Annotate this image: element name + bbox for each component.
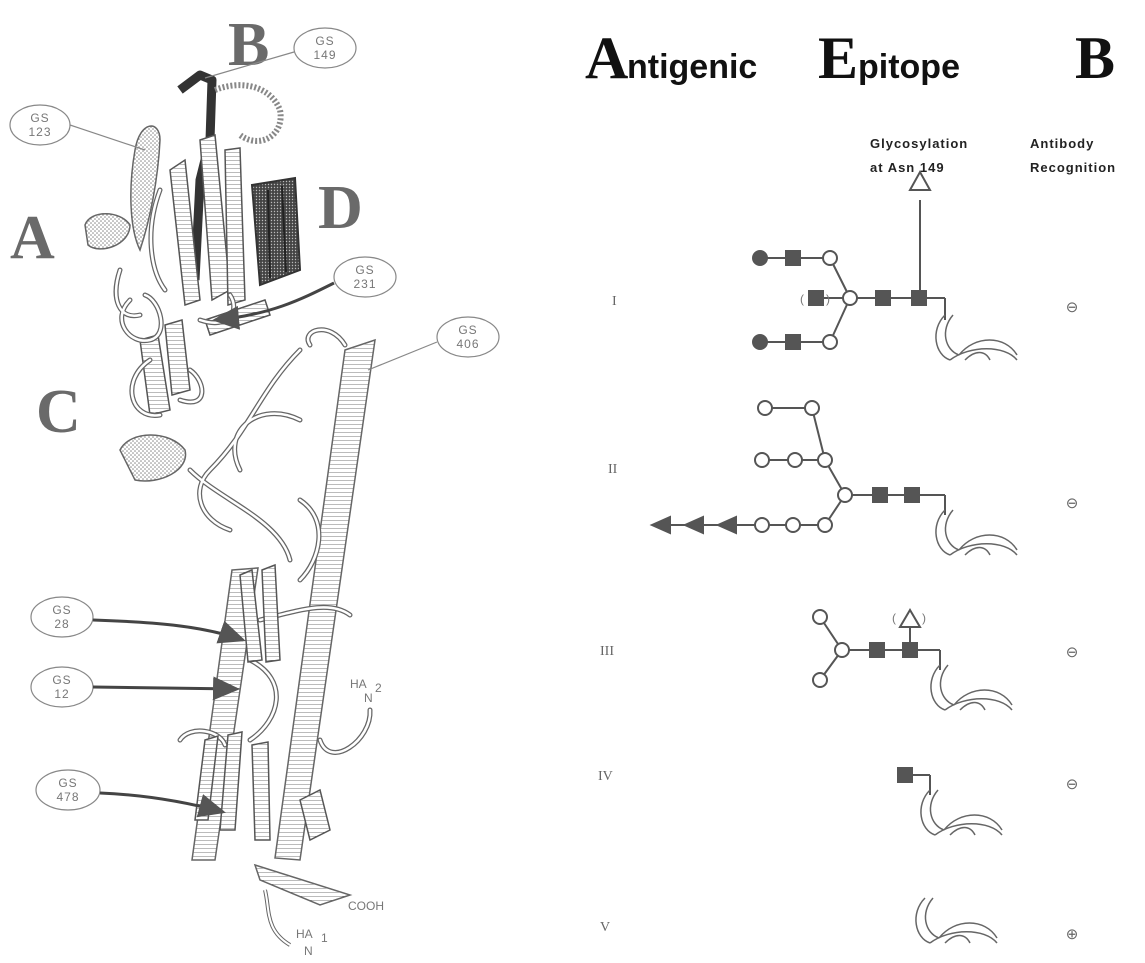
title-word-ntigenic: ntigenic [627, 48, 757, 86]
svg-text:GS: GS [58, 776, 77, 790]
title-word-pitope: pitope [858, 48, 960, 86]
ha-structure: B A D C [10, 11, 499, 958]
svg-text:12: 12 [54, 687, 69, 701]
svg-text:N: N [364, 691, 373, 705]
row-label-5: V [600, 920, 610, 935]
svg-text:28: 28 [54, 617, 69, 631]
site-a-loop [131, 126, 160, 250]
row-label-4: IV [598, 769, 613, 784]
svg-text:2: 2 [375, 681, 382, 695]
protein-stubs [916, 315, 1017, 943]
column-headers: Glycosylation at Asn 149 Antibody Recogn… [870, 136, 1116, 175]
svg-text:N: N [304, 944, 313, 958]
glycan-structure-4 [898, 768, 930, 795]
region-label-a: A [10, 204, 55, 272]
header-antibody-1: Antibody [1030, 136, 1094, 151]
region-label-b: B [228, 11, 269, 79]
svg-text:GS: GS [30, 111, 49, 125]
glycan-3-paren-open: ( [892, 611, 896, 625]
gs-label-406: GS 406 [368, 317, 499, 370]
recognition-3: ⊖ [1066, 644, 1079, 661]
recognition-4: ⊖ [1066, 776, 1079, 793]
svg-text:231: 231 [353, 277, 376, 291]
header-glycosylation-2: at Asn 149 [870, 160, 945, 175]
header-glycosylation-1: Glycosylation [870, 136, 968, 151]
recognition-1: ⊖ [1066, 299, 1079, 316]
ha2-terminus-label: HA 2 N [350, 677, 382, 705]
glycan-3-paren-close: ) [922, 611, 926, 625]
gs-label-123: GS 123 [10, 105, 145, 150]
row-label-2: II [608, 462, 618, 477]
svg-text:GS: GS [52, 673, 71, 687]
glycan-1-paren-close: ) [826, 292, 830, 306]
svg-text:HA: HA [350, 677, 367, 691]
svg-text:GS: GS [458, 323, 477, 337]
recognition-2: ⊖ [1066, 495, 1079, 512]
svg-text:1: 1 [321, 931, 328, 945]
svg-text:478: 478 [56, 790, 79, 804]
glycan-1-paren-open: ( [800, 292, 804, 306]
svg-text:GS: GS [52, 603, 71, 617]
row-label-3: III [600, 644, 614, 659]
glycan-structure-2 [652, 401, 945, 533]
svg-text:GS: GS [315, 34, 334, 48]
svg-text:HA: HA [296, 927, 313, 941]
svg-text:123: 123 [28, 125, 51, 139]
gs-label-478: GS 478 [36, 770, 223, 812]
site-d-sheet [252, 178, 300, 285]
svg-text:149: 149 [313, 48, 336, 62]
site-a-bulb [85, 214, 130, 249]
ha1-terminus-label: HA 1 N [296, 927, 328, 958]
title-cap-b: B [1075, 25, 1115, 91]
title-cap-a: A [585, 25, 628, 91]
gs-label-28: GS 28 [31, 597, 243, 640]
row-label-1: I [612, 294, 617, 309]
site-c-region [120, 435, 186, 481]
region-label-d: D [318, 174, 363, 242]
title: A ntigenic E pitope B [585, 25, 1115, 91]
glycan-structure-3 [813, 610, 940, 687]
glycan-structure-1 [753, 172, 945, 349]
svg-text:406: 406 [456, 337, 479, 351]
title-cap-e: E [818, 25, 858, 91]
svg-text:GS: GS [355, 263, 374, 277]
cooh-label: COOH [348, 899, 384, 913]
header-antibody-2: Recognition [1030, 160, 1116, 175]
gs-label-12: GS 12 [31, 667, 237, 707]
site-b-loop [215, 85, 281, 141]
region-label-c: C [36, 378, 81, 446]
recognition-5: ⊕ [1066, 926, 1079, 943]
